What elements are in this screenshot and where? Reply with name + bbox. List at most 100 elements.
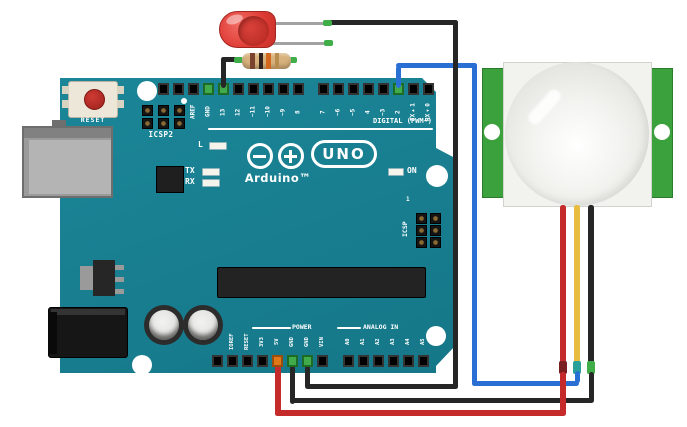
icsp-pin (430, 237, 441, 248)
resistor-band (275, 53, 279, 69)
icsp-pin1-label: 1 (406, 196, 410, 203)
power-pin-gnd1 (287, 355, 298, 367)
reset-button-tab (62, 86, 69, 94)
lead-tip (288, 57, 297, 63)
regulator-leg (115, 277, 124, 282)
pir-signal-lead (574, 205, 580, 363)
voltage-regulator-tab (80, 266, 94, 290)
on-label: ON (407, 166, 417, 175)
rx-label: RX (185, 177, 195, 186)
lead-tip (324, 40, 333, 46)
digital-pin-tx1 (408, 83, 419, 95)
pin-label: A2 (374, 338, 381, 346)
icsp-pin (416, 237, 427, 248)
reset-button-tab (117, 100, 124, 108)
digital-pin-4 (363, 83, 374, 95)
wire-pir-gnd (589, 372, 594, 403)
pir-mounting-hole-icon (654, 124, 670, 140)
digital-pin-10 (263, 83, 274, 95)
digital-pin-gnd (203, 83, 214, 95)
power-pin-5v (272, 355, 283, 367)
digital-pin (158, 83, 169, 95)
logo-plus-icon (289, 150, 292, 163)
analog-pin-a1 (358, 355, 369, 367)
reset-button-tab (117, 86, 124, 94)
arduino-brand: Arduino™ (244, 171, 312, 185)
pin-label: 3V3 (258, 337, 265, 347)
tx-label: TX (185, 166, 195, 175)
mounting-hole-icon (137, 81, 157, 101)
digital-pin-12 (233, 83, 244, 95)
icsp2-pin (142, 105, 153, 116)
icsp2-pin (158, 105, 169, 116)
lead-tip (559, 361, 567, 374)
pin-label: ~9 (279, 108, 287, 116)
digital-header-label: DIGITAL (PWM~) (372, 117, 432, 125)
rx-led (202, 179, 220, 187)
usb-port-face (29, 140, 111, 194)
pin-label: 8 (294, 110, 302, 114)
mounting-hole-icon (132, 355, 152, 375)
resistor-band (250, 53, 255, 69)
lead-tip (234, 57, 243, 63)
lead-tip (323, 20, 332, 26)
digital-pin-9 (278, 83, 289, 95)
wire-led-gnd (328, 20, 458, 25)
on-led (388, 168, 404, 176)
analog-pin-a0 (343, 355, 354, 367)
wire-signal-blue (472, 63, 477, 386)
capacitor-top (188, 310, 218, 340)
pin-label: 13 (219, 108, 227, 116)
pin-label: VIN (318, 337, 325, 347)
reset-button-cap (84, 89, 105, 110)
analog-pin-a5 (418, 355, 429, 367)
icsp-pin (416, 225, 427, 236)
capacitor-top (149, 310, 179, 340)
pin-label: A4 (404, 338, 411, 346)
microcontroller-chip (217, 267, 426, 298)
usb-port (52, 120, 66, 127)
power-pin-ioref (227, 355, 238, 367)
power-jack-top (51, 309, 125, 315)
pin-label: A3 (389, 338, 396, 346)
power-jack-barrel (48, 312, 57, 354)
uno-badge: UNO (311, 140, 377, 168)
digital-pin-3 (378, 83, 389, 95)
pir-mounting-hole-icon (484, 124, 500, 140)
pin-label: 5V (273, 338, 280, 346)
usb-interface-chip (156, 166, 184, 193)
wire-pir-5v (560, 372, 566, 414)
regulator-leg (115, 289, 124, 294)
arduino-logo-icon (247, 143, 273, 169)
power-pin (212, 355, 223, 367)
pin-label: A5 (419, 338, 426, 346)
digital-pin-rx0 (423, 83, 434, 95)
pin-label: A0 (344, 338, 351, 346)
via-dot (181, 98, 187, 104)
mounting-hole-icon (426, 326, 446, 346)
digital-pin-6 (333, 83, 344, 95)
icsp2-label: ICSP2 (148, 130, 174, 139)
power-pin-reset (242, 355, 253, 367)
power-pin-vin (317, 355, 328, 367)
wire-gnd2-riser (305, 360, 310, 388)
pin-label: GND (288, 337, 295, 347)
led-l-label: L (198, 140, 203, 149)
wire-signal-blue (472, 381, 579, 386)
wire-led-gnd (453, 20, 458, 389)
wire-pin13 (221, 57, 239, 62)
tx-led (202, 168, 220, 176)
regulator-leg (115, 265, 124, 270)
wire-pin13 (221, 57, 226, 88)
power-pin-3v3 (257, 355, 268, 367)
digital-silk-line (208, 128, 433, 130)
pin-label: A1 (359, 338, 366, 346)
pir-gnd-lead (588, 205, 594, 363)
pin-label: ~11 (249, 106, 257, 118)
logo-minus-icon (253, 155, 266, 158)
digital-pin-11 (248, 83, 259, 95)
arduino-logo-icon (278, 143, 304, 169)
icsp2-pin (142, 118, 153, 129)
digital-pin-aref (188, 83, 199, 95)
